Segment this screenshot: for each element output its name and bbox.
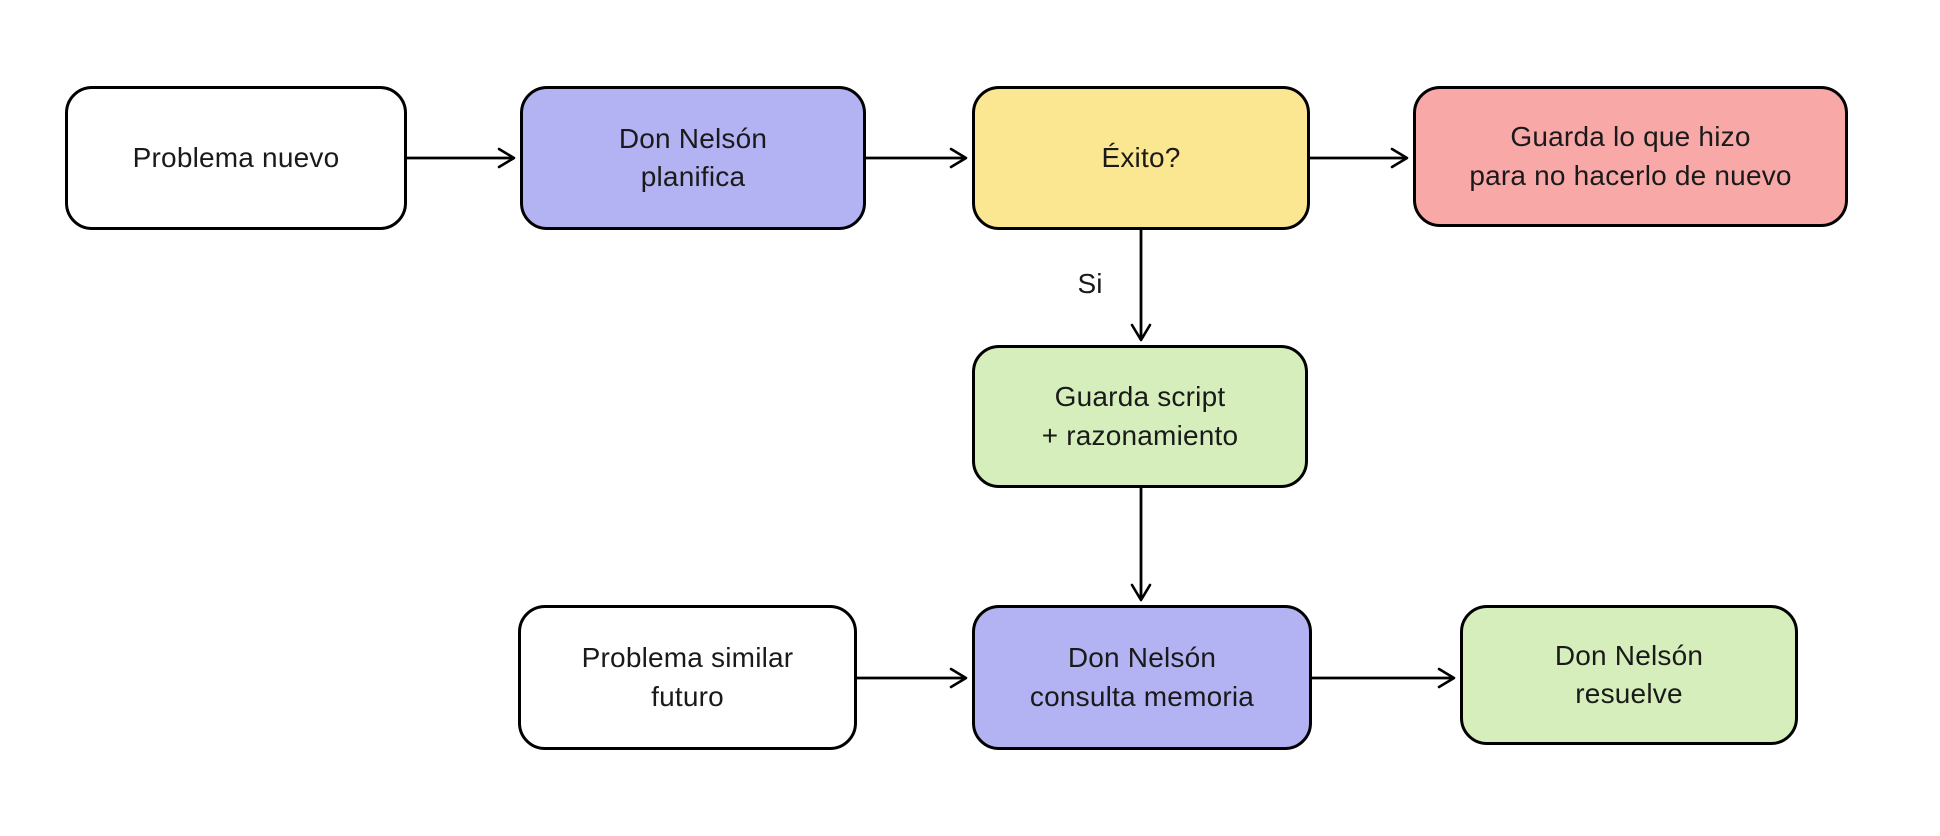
node-exito: Éxito? — [972, 86, 1310, 230]
node-label: Éxito? — [1101, 141, 1181, 173]
node-label: Problema similar — [581, 642, 794, 674]
node-label: + razonamiento — [1041, 419, 1239, 451]
node-label: Guarda script — [1054, 381, 1226, 413]
node-label: resuelve — [1575, 678, 1683, 709]
node-label: para no hacerlo de nuevo — [1469, 159, 1792, 191]
node-label: Problema nuevo — [132, 141, 340, 173]
node-problema-similar-futuro: Problema similar futuro — [518, 605, 857, 750]
node-label: Don Nelsón — [1067, 642, 1217, 674]
node-label: consulta memoria — [1029, 680, 1255, 712]
node-label: Don Nelsón — [618, 122, 768, 154]
node-guarda-script: Guarda script + razonamiento — [972, 345, 1308, 488]
node-don-nelson-planifica: Don Nelsón planifica — [520, 86, 866, 230]
node-guarda-lo-que-hizo: Guarda lo que hizo para no hacerlo de nu… — [1413, 86, 1848, 227]
node-problema-nuevo: Problema nuevo — [65, 86, 407, 230]
node-label: Guarda lo que hizo — [1510, 121, 1751, 153]
node-don-nelson-consulta: Don Nelsón consulta memoria — [972, 605, 1312, 750]
edge-label-si: Si — [1077, 268, 1103, 299]
node-label: planifica — [640, 161, 746, 192]
node-label: Don Nelsón — [1554, 639, 1704, 671]
node-label: futuro — [651, 680, 724, 712]
node-don-nelson-resuelve: Don Nelsón resuelve — [1460, 605, 1798, 745]
